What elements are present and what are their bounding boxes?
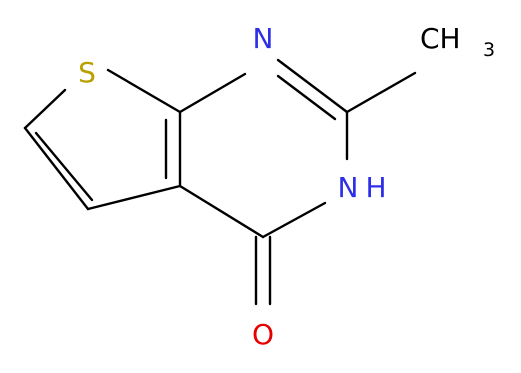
- hydrogen-label-nh: H: [365, 171, 386, 204]
- nitrogen-label-top: N: [253, 22, 274, 55]
- nitrogen-label-nh: N: [338, 171, 359, 204]
- methyl-subscript: 3: [483, 39, 495, 61]
- bond-c4-c3a: [178, 184, 265, 239]
- bonds: [23, 58, 417, 306]
- bond-n-c2-inner: [276, 74, 337, 121]
- bond-s-c: [106, 68, 182, 114]
- bond-cch-c3a: [86, 184, 182, 211]
- bond-cch-cch-inner: [34, 131, 94, 202]
- bond-cch-cch-outer: [23, 126, 90, 211]
- oxygen-label: O: [252, 318, 274, 351]
- bond-nh-c4: [261, 201, 327, 239]
- sulfur-label: S: [78, 56, 96, 89]
- bond-n-c2-outer: [276, 58, 349, 114]
- bond-s-cch: [23, 88, 67, 130]
- bond-c7a-n: [178, 72, 247, 114]
- bond-c2-ch3: [345, 71, 417, 114]
- methyl-label: CH: [420, 22, 461, 55]
